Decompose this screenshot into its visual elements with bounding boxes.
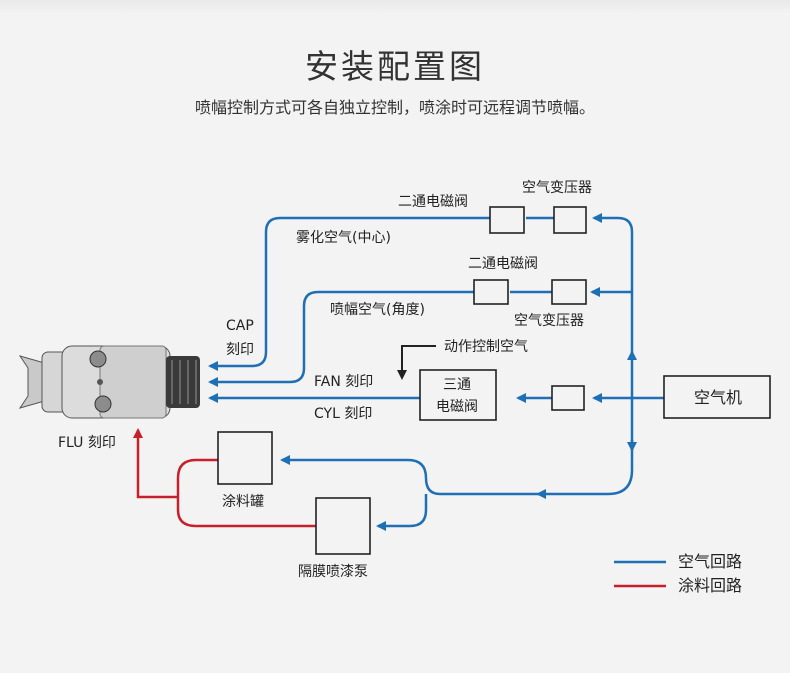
spray-gun-icon (18, 345, 200, 419)
valve-top-label: 二通电磁阀 (398, 194, 468, 210)
fan-mark-label: FAN 刻印 (314, 374, 373, 390)
valve-mid-box (473, 279, 509, 305)
page-subtitle: 喷幅控制方式可各自独立控制，喷涂时可远程调节喷幅。 (194, 98, 595, 117)
action-air-label: 动作控制空气 (444, 339, 528, 355)
flu-mark-label: FLU 刻印 (58, 435, 116, 451)
air-line-fan (208, 290, 474, 387)
paint-tank-box (217, 431, 273, 485)
legend-paint-label: 涂料回路 (678, 576, 742, 595)
page-title: 安装配置图 (305, 47, 485, 86)
regulator-low-box (551, 385, 585, 411)
cyl-mark-label: CYL 刻印 (314, 406, 372, 422)
action-air-arrow (397, 345, 436, 380)
paint-loop-line (176, 458, 316, 528)
air-line-cap (208, 216, 490, 371)
diaphragm-pump-box (315, 497, 371, 555)
air-line-top-in (592, 213, 634, 233)
air-line-pump (376, 494, 428, 531)
regulator-mid-box (551, 279, 587, 305)
regulator-top-label: 空气变压器 (522, 180, 592, 196)
pump-label: 隔膜喷漆泵 (298, 564, 368, 580)
three-way-label-1: 三通 (443, 377, 471, 393)
air-line-bottom (536, 469, 634, 499)
air-compressor-box (663, 375, 771, 419)
three-way-valve-box (419, 369, 497, 421)
paint-line-to-gun (133, 428, 178, 499)
cap-mark-label: 刻印 (226, 342, 254, 358)
cap-label: CAP (226, 318, 254, 334)
three-way-label-2: 电磁阀 (436, 399, 478, 415)
fan-air-label: 喷幅空气(角度) (330, 302, 425, 318)
valve-top-box (489, 206, 525, 234)
legend: 空气回路 涂料回路 (614, 552, 742, 595)
regulator-top-box (553, 206, 587, 234)
regulator-mid-label: 空气变压器 (514, 313, 584, 329)
top-shadow-band (0, 0, 790, 14)
compressor-label: 空气机 (694, 388, 742, 407)
air-line-tank (280, 455, 441, 496)
atomize-air-label: 雾化空气(中心) (296, 230, 391, 246)
paint-tank-label: 涂料罐 (222, 494, 264, 510)
legend-air-label: 空气回路 (678, 552, 742, 571)
valve-mid-label: 二通电磁阀 (468, 256, 538, 272)
